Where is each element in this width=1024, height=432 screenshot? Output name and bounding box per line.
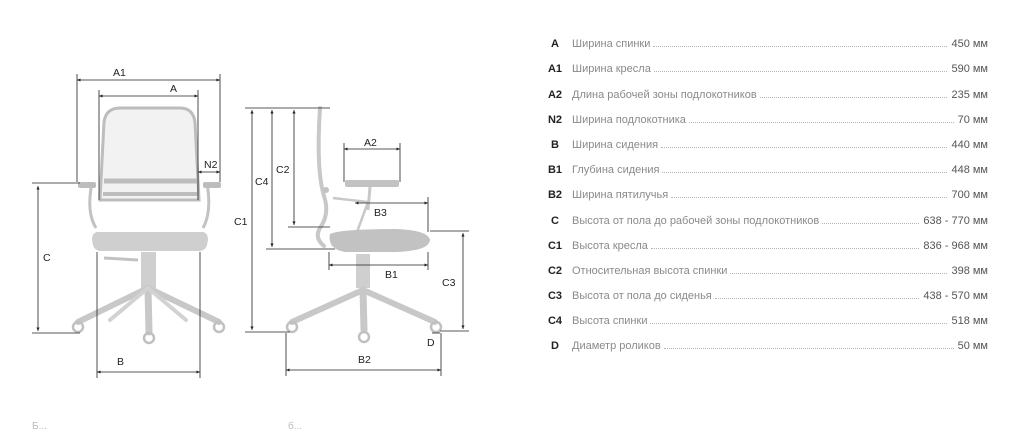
spec-name: Относительная высота спинки (572, 264, 728, 277)
spec-value: 235 мм (951, 88, 988, 101)
spec-name: Ширина сидения (572, 138, 659, 151)
spec-row: B1 Глубина сидения 448 мм (538, 156, 988, 181)
spec-name: Высота от пола до рабочей зоны подлокотн… (572, 214, 820, 227)
spec-code: A2 (547, 88, 563, 101)
spec-name: Глубина сидения (572, 164, 660, 177)
spec-row: C Высота от пола до рабочей зоны подлокот… (538, 206, 988, 231)
leader-dots (688, 121, 954, 123)
spec-name: Ширина подлокотника (572, 113, 686, 126)
spec-code: B (551, 138, 559, 151)
label-c: C (43, 252, 51, 264)
spec-name: Ширина пятилучья (572, 189, 669, 202)
label-b: B (117, 356, 124, 368)
spec-code: C2 (547, 264, 563, 277)
spec-code: C3 (547, 290, 563, 303)
leader-dots (671, 197, 948, 199)
spec-value: 450 мм (951, 38, 988, 51)
spec-row: A1 Ширина кресла 590 мм (538, 55, 988, 80)
spec-row: C4 Высота спинки 518 мм (538, 307, 988, 332)
leader-dots (653, 46, 948, 48)
leader-dots (650, 247, 920, 249)
spec-row: C1 Высота кресла 836 - 968 мм (538, 232, 988, 257)
spec-row: B2 Ширина пятилучья 700 мм (538, 181, 988, 206)
spec-name: Длина рабочей зоны подлокотников (572, 88, 757, 101)
spec-value: 70 мм (957, 113, 988, 126)
spec-code: A (551, 38, 559, 51)
front-dimension-lines (32, 74, 221, 378)
spec-value: 50 мм (957, 340, 988, 353)
side-dimension-lines (245, 107, 469, 376)
leader-dots (662, 172, 948, 174)
label-b3: B3 (374, 207, 387, 219)
label-d: D (427, 337, 435, 349)
label-a1: A1 (113, 67, 126, 79)
chair-front-view (71, 106, 226, 345)
spec-name: Диаметр роликов (572, 340, 661, 353)
label-c1: C1 (234, 216, 248, 228)
spec-code: B2 (547, 189, 563, 202)
spec-code: A1 (547, 63, 563, 76)
spec-value: 700 мм (951, 189, 988, 202)
spec-value: 836 - 968 мм (923, 239, 988, 252)
leader-dots (653, 71, 948, 73)
spec-value: 438 - 570 мм (923, 290, 988, 303)
label-b1: B1 (385, 269, 398, 281)
spec-row: A Ширина спинки 450 мм (538, 30, 988, 55)
label-b2: B2 (358, 354, 371, 366)
spec-value: 398 мм (951, 264, 988, 277)
leader-dots (663, 348, 954, 350)
spec-row: A2 Длина рабочей зоны подлокотников 235 мм (538, 80, 988, 105)
label-c4: C4 (255, 176, 269, 188)
leader-dots (759, 96, 948, 98)
spec-value: 440 мм (951, 138, 988, 151)
spec-code: C (551, 214, 559, 227)
spec-row: B Ширина сидения 440 мм (538, 131, 988, 156)
leader-dots (730, 272, 948, 274)
spec-code: N2 (547, 113, 563, 126)
spec-list: A Ширина спинки 450 мм A1 Ширина кресла 590 … (538, 30, 988, 357)
spec-row: C3 Высота от пола до сиденья 438 - 570 мм (538, 282, 988, 307)
spec-value: 590 мм (951, 63, 988, 76)
spec-code: C4 (547, 315, 563, 328)
leader-dots (822, 222, 920, 224)
spec-row: D Диаметр роликов 50 мм (538, 332, 988, 357)
label-a2: A2 (364, 137, 377, 149)
spec-value: 518 мм (951, 315, 988, 328)
spec-name: Высота от пола до сиденья (572, 290, 712, 303)
spec-row: C2 Относительная высота спинки 398 мм (538, 257, 988, 282)
leader-dots (661, 146, 948, 148)
spec-value: 638 - 770 мм (923, 214, 988, 227)
spec-code: C1 (547, 239, 563, 252)
label-a: A (170, 83, 177, 95)
spec-value: 448 мм (951, 164, 988, 177)
spec-row: N2 Ширина подлокотника 70 мм (538, 106, 988, 131)
chair-side-view (285, 106, 443, 344)
leader-dots (714, 298, 920, 300)
label-c2: C2 (276, 164, 290, 176)
spec-name: Высота спинки (572, 315, 648, 328)
spec-code: B1 (547, 164, 563, 177)
spec-name: Высота кресла (572, 239, 648, 252)
spec-name: Ширина кресла (572, 63, 651, 76)
spec-code: D (551, 340, 559, 353)
spec-name: Ширина спинки (572, 38, 651, 51)
leader-dots (650, 323, 948, 325)
label-n2: N2 (204, 159, 218, 171)
chair-dimensions-diagram: A1 A N2 C B (32, 67, 469, 378)
label-c3: C3 (442, 277, 456, 289)
